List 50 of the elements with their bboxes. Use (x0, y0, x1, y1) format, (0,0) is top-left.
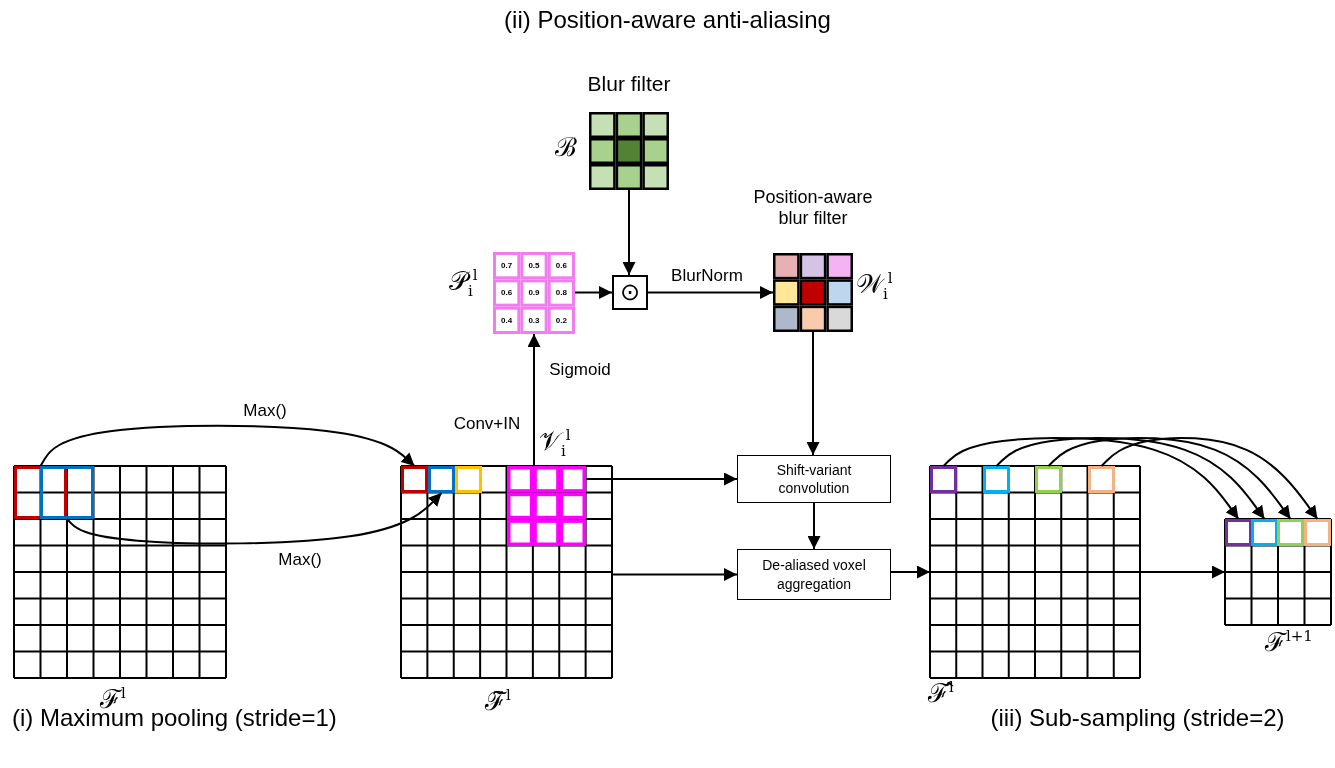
diagram-title: (ii) Position-aware anti-aliasing (503, 6, 832, 34)
highlighted-cell (401, 466, 428, 493)
arrow (585, 472, 738, 486)
math-label: ℱ$^{l+1}$ (1265, 629, 1313, 655)
arrow (1100, 437, 1319, 520)
arrow (806, 331, 820, 456)
arrow (1139, 565, 1226, 579)
highlighted-cell (1251, 519, 1278, 546)
cell-value: 0.8 (554, 288, 568, 298)
edge-annotation: Sigmoid (548, 360, 612, 380)
arrow (890, 565, 931, 579)
cell-value: 0.6 (554, 261, 568, 270)
panel-caption: (iii) Sub-sampling (stride=2) (989, 704, 1286, 732)
cell-value: 0.3 (527, 315, 541, 325)
arrow (807, 502, 821, 550)
highlighted-cell (930, 466, 957, 493)
highlighted-cell (1304, 519, 1331, 546)
operator-box: ⊙ (612, 275, 648, 310)
math-label: ℱ̃$^{l}$ (485, 688, 511, 714)
arrow (942, 437, 1240, 520)
math-symbol: ℬ (555, 134, 577, 160)
cell-value: 0.9 (527, 288, 541, 298)
filter-title: Blur filter (586, 72, 672, 97)
highlighted-cell (428, 466, 455, 493)
arrow (66, 492, 443, 545)
arrow (39, 424, 416, 467)
cell-value: 0.2 (554, 315, 568, 325)
cell-value: 0.7 (500, 261, 514, 270)
arrow (574, 286, 613, 299)
filter-title: Position-aware blur filter (752, 187, 874, 229)
arrow (622, 189, 636, 276)
process-box: De-aliased voxel aggregation (737, 549, 891, 600)
highlighted-cell (1277, 519, 1304, 546)
arrow (527, 333, 541, 467)
highlighted-cell (983, 466, 1010, 493)
highlighted-cell (455, 466, 482, 493)
arrow (1047, 437, 1292, 520)
math-label: ℱ̂$^{l}$ (928, 680, 954, 706)
cell-value: 0.4 (500, 315, 514, 325)
highlighted-cell (1035, 466, 1062, 493)
arrow (611, 568, 738, 581)
cell-value: 0.5 (527, 261, 541, 270)
highlighted-cell (14, 466, 67, 519)
highlighted-cell (1088, 466, 1115, 493)
highlighted-cell (40, 466, 94, 519)
arrow (647, 286, 774, 299)
highlighted-cell (1225, 519, 1252, 546)
arrow (995, 437, 1266, 520)
process-box: Shift-variant convolution (737, 455, 891, 503)
cell-value: 0.6 (500, 288, 514, 298)
